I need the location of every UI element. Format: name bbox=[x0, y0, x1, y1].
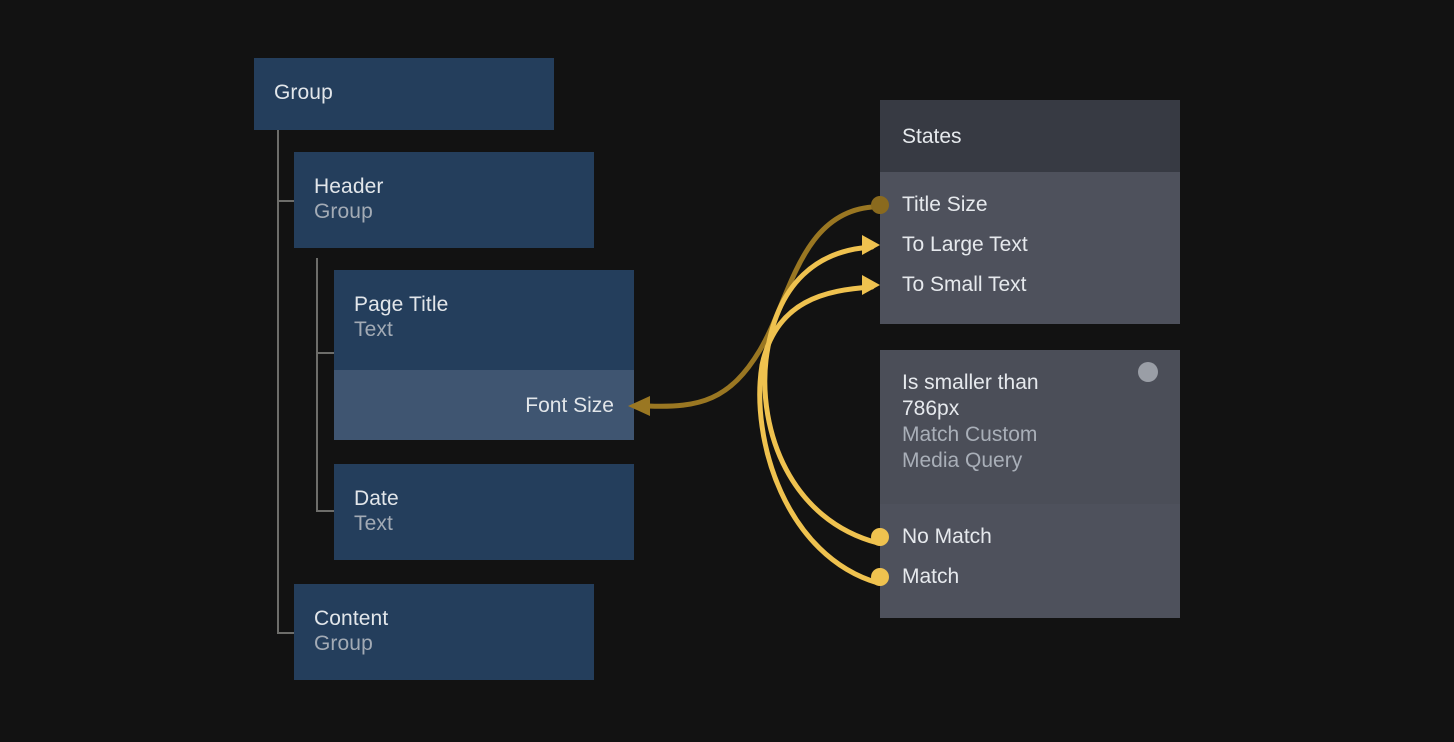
port-label-title-size: Title Size bbox=[902, 193, 988, 216]
panel-media-query-body: No Match Match bbox=[871, 504, 1180, 618]
property-font-size-label: Font Size bbox=[525, 393, 614, 417]
panel-states-header: States bbox=[880, 100, 1180, 172]
port-arrow-to-large-text[interactable] bbox=[862, 235, 880, 255]
panel-states-body: Title Size To Large Text To Small Text bbox=[862, 172, 1180, 324]
tree-line-header-vertical bbox=[316, 258, 318, 362]
node-date[interactable]: Date Text bbox=[334, 464, 634, 560]
panel-media-query-subtitle-line-2: Media Query bbox=[902, 449, 1023, 472]
node-content-subtitle: Group bbox=[314, 632, 373, 655]
panel-media-query-title-line-2: 786px bbox=[902, 397, 960, 420]
tree-line-stub-page-title bbox=[316, 352, 334, 354]
property-row-font-size[interactable]: Font Size bbox=[334, 370, 634, 440]
wire-match-to-small-text bbox=[757, 284, 881, 586]
port-label-to-small-text: To Small Text bbox=[902, 273, 1027, 296]
tree-line-stub-header bbox=[277, 200, 295, 202]
port-dot-no-match[interactable] bbox=[871, 528, 889, 546]
port-row-match[interactable]: Match bbox=[871, 557, 1180, 597]
port-label-to-large-text: To Large Text bbox=[902, 233, 1028, 256]
node-page-title[interactable]: Page Title Text Font Size bbox=[334, 270, 634, 440]
panel-media-query[interactable]: Is smaller than 786px Match Custom Media… bbox=[871, 350, 1180, 618]
port-row-no-match[interactable]: No Match bbox=[871, 517, 1180, 557]
node-group-root-title: Group bbox=[274, 81, 333, 104]
node-group-root[interactable]: Group bbox=[254, 58, 554, 130]
panel-media-query-title-line-1: Is smaller than bbox=[902, 371, 1039, 394]
wire-title-size-to-font-size bbox=[645, 204, 875, 409]
port-label-no-match: No Match bbox=[902, 525, 992, 548]
node-header[interactable]: Header Group bbox=[294, 152, 594, 248]
tree-line-header-vertical-2 bbox=[316, 362, 318, 512]
port-dot-match[interactable] bbox=[871, 568, 889, 586]
port-row-to-large-text[interactable]: To Large Text bbox=[862, 225, 1180, 265]
node-header-title: Header bbox=[314, 175, 384, 198]
panel-states[interactable]: States Title Size To Large Text To Small… bbox=[862, 100, 1180, 324]
node-content[interactable]: Content Group bbox=[294, 584, 594, 680]
tree-line-stub-content bbox=[277, 632, 295, 634]
node-content-title: Content bbox=[314, 607, 389, 630]
tree-line-stub-date bbox=[316, 510, 334, 512]
port-row-title-size[interactable]: Title Size bbox=[871, 185, 1180, 225]
panel-states-header-title: States bbox=[902, 125, 962, 148]
port-dot-title-size[interactable] bbox=[871, 196, 889, 214]
status-dot-icon[interactable] bbox=[1138, 362, 1158, 382]
port-arrow-to-small-text[interactable] bbox=[862, 275, 880, 295]
node-page-title-title: Page Title bbox=[354, 293, 449, 316]
node-page-title-subtitle: Text bbox=[354, 318, 393, 341]
port-label-match: Match bbox=[902, 565, 960, 588]
tree-line-root-vertical bbox=[277, 130, 279, 634]
port-row-to-small-text[interactable]: To Small Text bbox=[862, 265, 1180, 305]
node-date-title: Date bbox=[354, 487, 399, 510]
node-header-subtitle: Group bbox=[314, 200, 373, 223]
node-date-subtitle: Text bbox=[354, 512, 393, 535]
panel-media-query-header: Is smaller than 786px Match Custom Media… bbox=[880, 350, 1180, 504]
panel-media-query-subtitle-line-1: Match Custom bbox=[902, 423, 1038, 446]
